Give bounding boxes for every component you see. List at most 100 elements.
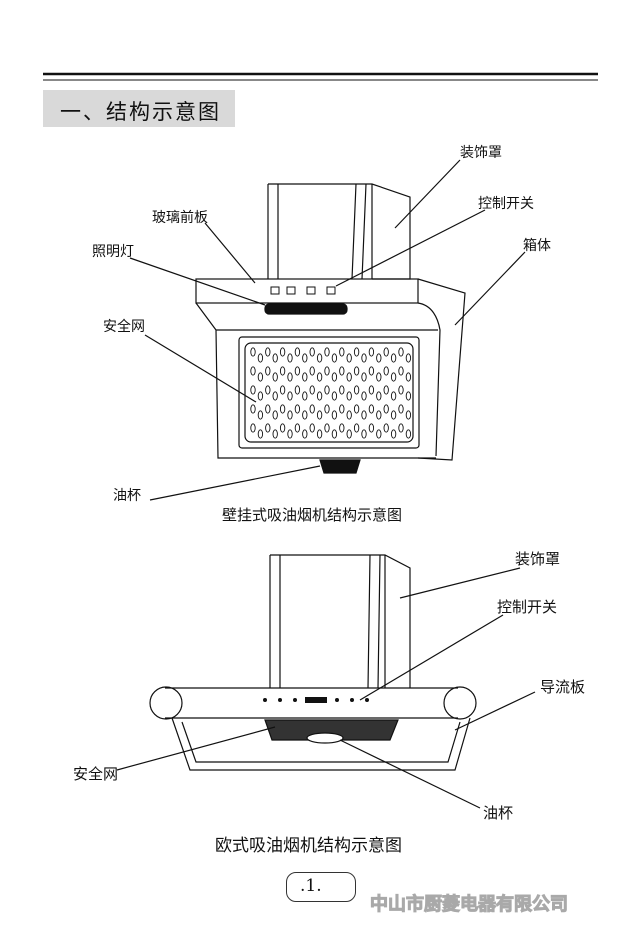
filter-hole [279, 404, 286, 414]
filter-hole [316, 410, 323, 420]
filter-hole [272, 353, 278, 363]
filter-hole [250, 366, 256, 376]
filter-hole [390, 429, 397, 439]
filter-hole [383, 423, 389, 433]
filter-hole [250, 404, 256, 414]
filter-hole [265, 347, 271, 357]
filter-hole [302, 353, 308, 363]
filter-hole [257, 372, 264, 382]
filter-hole [287, 353, 293, 363]
label-glass-panel: 玻璃前板 [152, 210, 208, 226]
filter-hole [361, 429, 367, 439]
filter-hole [361, 391, 367, 401]
filter-hole [309, 347, 315, 357]
label-safety-net-2: 安全网 [73, 765, 119, 783]
filter-hole [398, 385, 404, 395]
filter-hole [294, 385, 301, 395]
filter-hole [265, 385, 271, 395]
filter-hole [353, 366, 360, 376]
filter-hole [287, 391, 293, 401]
filter-hole [405, 410, 412, 420]
filter-hole [346, 353, 352, 363]
filter-hole [383, 385, 389, 395]
label-cabinet: 箱体 [523, 238, 551, 254]
filter-holes [250, 347, 412, 439]
filter-hole [287, 429, 293, 439]
filter-hole [339, 347, 345, 357]
label-oil-cup: 油杯 [113, 488, 141, 504]
filter-hole [265, 404, 271, 414]
company-watermark: 中山市厨菱电器有限公司 [370, 894, 569, 916]
filter-hole [294, 366, 301, 376]
filter-hole [368, 385, 375, 395]
filter-hole [405, 429, 412, 439]
filter-hole [257, 391, 264, 401]
wall-hood-diagram [129, 159, 526, 501]
section-title-box [43, 90, 235, 127]
filter-hole [331, 391, 338, 401]
filter-hole [346, 410, 352, 420]
filter-hole [272, 391, 278, 401]
control-buttons [263, 697, 369, 703]
filter-hole [250, 385, 256, 395]
filter-hole [309, 404, 315, 414]
filter-hole [316, 429, 323, 439]
filter-hole [339, 423, 345, 433]
filter-hole [279, 347, 286, 357]
filter-hole [272, 410, 278, 420]
filter-hole [279, 385, 286, 395]
filter-hole [390, 372, 397, 382]
filter-hole [346, 372, 352, 382]
label-oil-cup-2: 油杯 [483, 804, 514, 822]
filter-hole [309, 366, 315, 376]
filter-hole [383, 404, 389, 414]
header-rule [43, 72, 598, 81]
filter-hole [324, 347, 330, 357]
filter-hole [390, 353, 397, 363]
filter-hole [316, 391, 323, 401]
filter-hole [376, 372, 382, 382]
filter-hole [324, 404, 330, 414]
filter-hole [405, 372, 412, 382]
label-control-switch-2: 控制开关 [497, 598, 558, 616]
filter-hole [398, 404, 404, 414]
page-number-box [286, 872, 356, 902]
filter-hole [353, 385, 360, 395]
filter-hole [331, 429, 338, 439]
filter-hole [287, 372, 293, 382]
filter-hole [346, 391, 352, 401]
filter-hole [309, 423, 315, 433]
filter-hole [316, 353, 323, 363]
filter-hole [265, 423, 271, 433]
filter-hole [265, 366, 271, 376]
filter-hole [331, 410, 338, 420]
filter-hole [361, 410, 367, 420]
filter-hole [250, 347, 256, 357]
filter-hole [272, 372, 278, 382]
filter-hole [376, 410, 382, 420]
filter-hole [346, 429, 352, 439]
filter-hole [353, 404, 360, 414]
filter-hole [302, 429, 308, 439]
filter-hole [390, 391, 397, 401]
filter-hole [398, 366, 404, 376]
section-title: 一、结构示意图 [60, 100, 221, 124]
filter-hole [287, 410, 293, 420]
filter-hole [376, 391, 382, 401]
control-buttons [270, 286, 336, 295]
label-control-switch: 控制开关 [478, 196, 534, 212]
filter-hole [405, 353, 412, 363]
filter-hole [368, 366, 375, 376]
filter-hole [405, 391, 412, 401]
filter-hole [368, 347, 375, 357]
filter-hole [272, 429, 278, 439]
label-decor-cover: 装饰罩 [460, 145, 502, 161]
filter-hole [309, 385, 315, 395]
page-number: .1. [300, 876, 322, 896]
filter-hole [294, 347, 301, 357]
filter-hole [339, 366, 345, 376]
filter-hole [339, 385, 345, 395]
filter-hole [339, 404, 345, 414]
